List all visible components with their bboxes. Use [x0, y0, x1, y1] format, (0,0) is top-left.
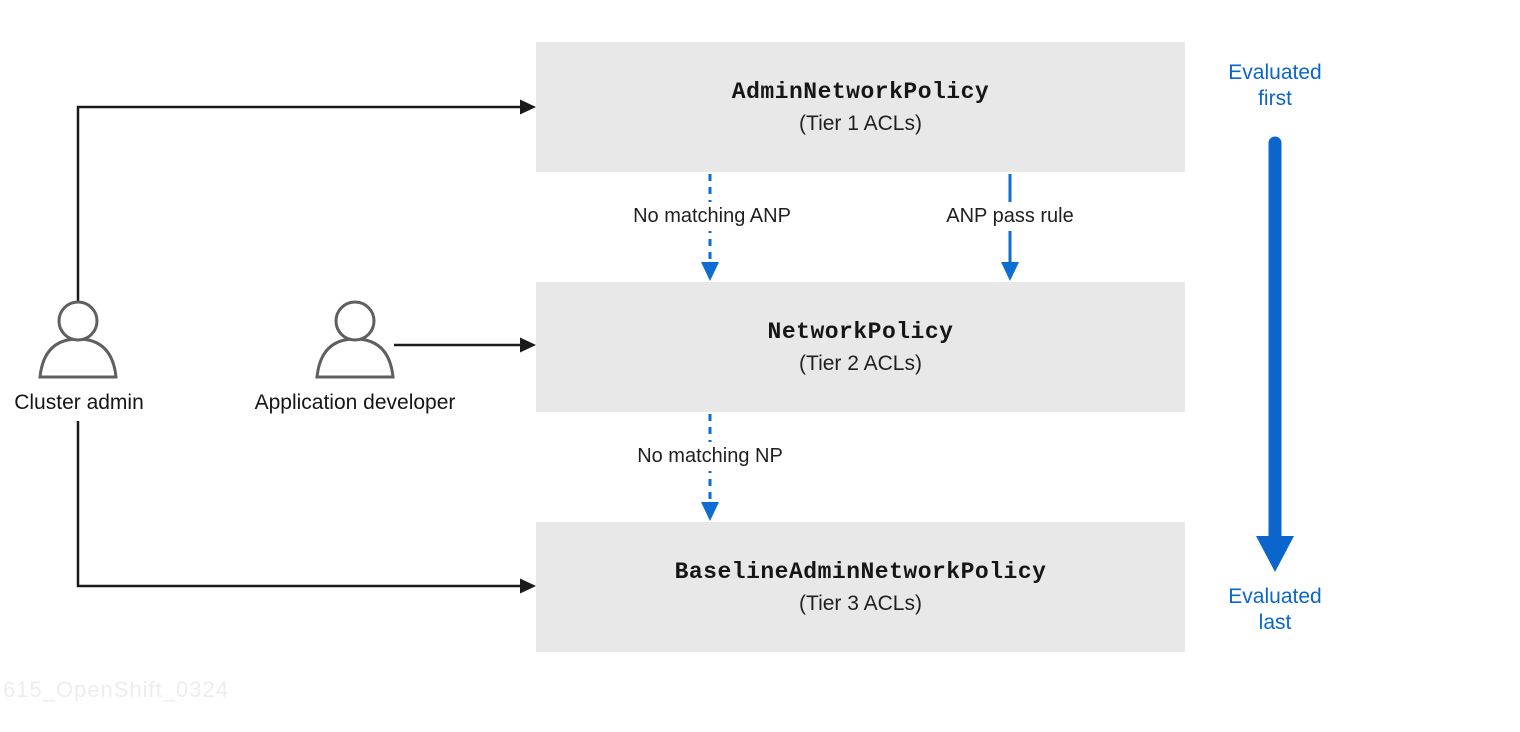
- connector-developer-to-np: [394, 337, 536, 353]
- box-subtitle: (Tier 1 ACLs): [799, 111, 922, 135]
- watermark-text: 615_OpenShift_0324: [3, 677, 229, 702]
- cluster-admin-icon: [38, 300, 118, 379]
- connector-cluster-admin-to-anp: [76, 99, 536, 302]
- box-baseline-admin-network-policy: BaselineAdminNetworkPolicy (Tier 3 ACLs): [536, 522, 1185, 652]
- application-developer-label: Application developer: [254, 391, 456, 414]
- label-no-matching-anp: No matching ANP: [624, 202, 800, 231]
- evaluated-last-label: Evaluated last: [1228, 585, 1322, 635]
- label-anp-pass-rule: ANP pass rule: [937, 202, 1083, 231]
- connector-cluster-admin-to-banp: [76, 421, 536, 594]
- box-network-policy: NetworkPolicy (Tier 2 ACLs): [536, 282, 1185, 412]
- box-title: BaselineAdminNetworkPolicy: [674, 558, 1047, 585]
- application-developer-icon: [315, 300, 395, 379]
- box-subtitle: (Tier 2 ACLs): [799, 351, 922, 375]
- box-title: NetworkPolicy: [767, 318, 954, 345]
- label-no-matching-np: No matching NP: [628, 442, 792, 471]
- box-admin-network-policy: AdminNetworkPolicy (Tier 1 ACLs): [536, 42, 1185, 172]
- evaluation-order-arrow: [1256, 136, 1294, 572]
- cluster-admin-label: Cluster admin: [14, 391, 144, 414]
- box-subtitle: (Tier 3 ACLs): [799, 591, 922, 615]
- box-title: AdminNetworkPolicy: [731, 78, 990, 105]
- evaluated-first-label: Evaluated first: [1228, 61, 1322, 111]
